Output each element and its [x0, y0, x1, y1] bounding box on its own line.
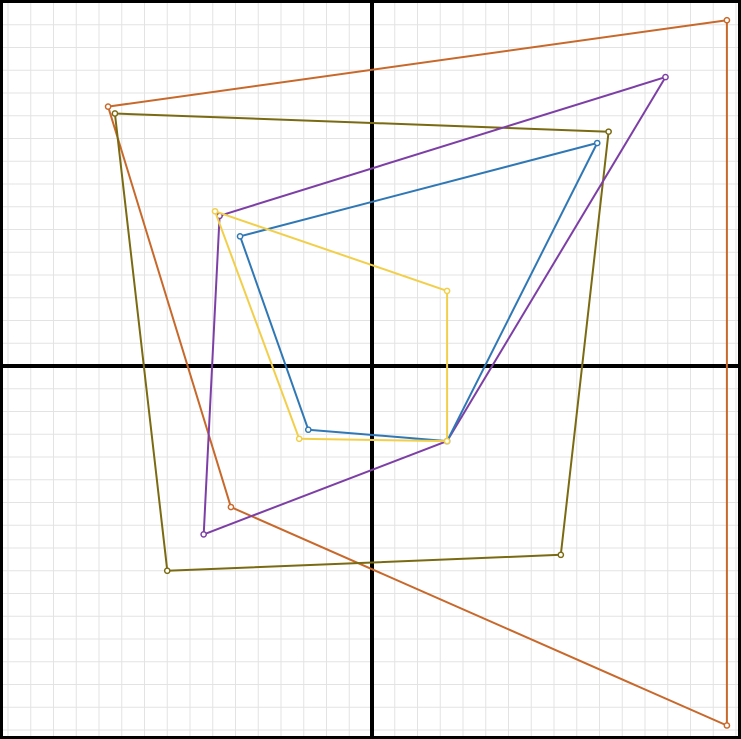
polygon-series-1: [104, 16, 731, 729]
polygon-outline: [239, 142, 599, 443]
vertex-point: [304, 426, 312, 434]
polygon-series-5: [211, 207, 451, 445]
vertex-point: [211, 207, 219, 215]
vertex-point: [111, 110, 119, 117]
vertex-point: [605, 128, 612, 136]
polygon-series-2: [111, 110, 612, 575]
polygons: [104, 16, 731, 729]
vertex-point: [723, 16, 731, 24]
vertex-point: [723, 722, 731, 729]
vertex-point: [593, 139, 601, 147]
polygon-outline: [214, 210, 449, 443]
vertex-point: [227, 503, 235, 511]
vertex-point: [200, 531, 207, 538]
polygon-series-4: [236, 139, 601, 445]
vertex-point: [163, 567, 171, 575]
vertex-point: [662, 73, 669, 81]
vertex-point: [443, 437, 451, 445]
vertex-point: [104, 103, 112, 111]
vertex-point: [443, 287, 451, 295]
vertex-point: [236, 232, 244, 240]
vertex-point: [557, 551, 565, 559]
vertex-point: [295, 435, 303, 443]
